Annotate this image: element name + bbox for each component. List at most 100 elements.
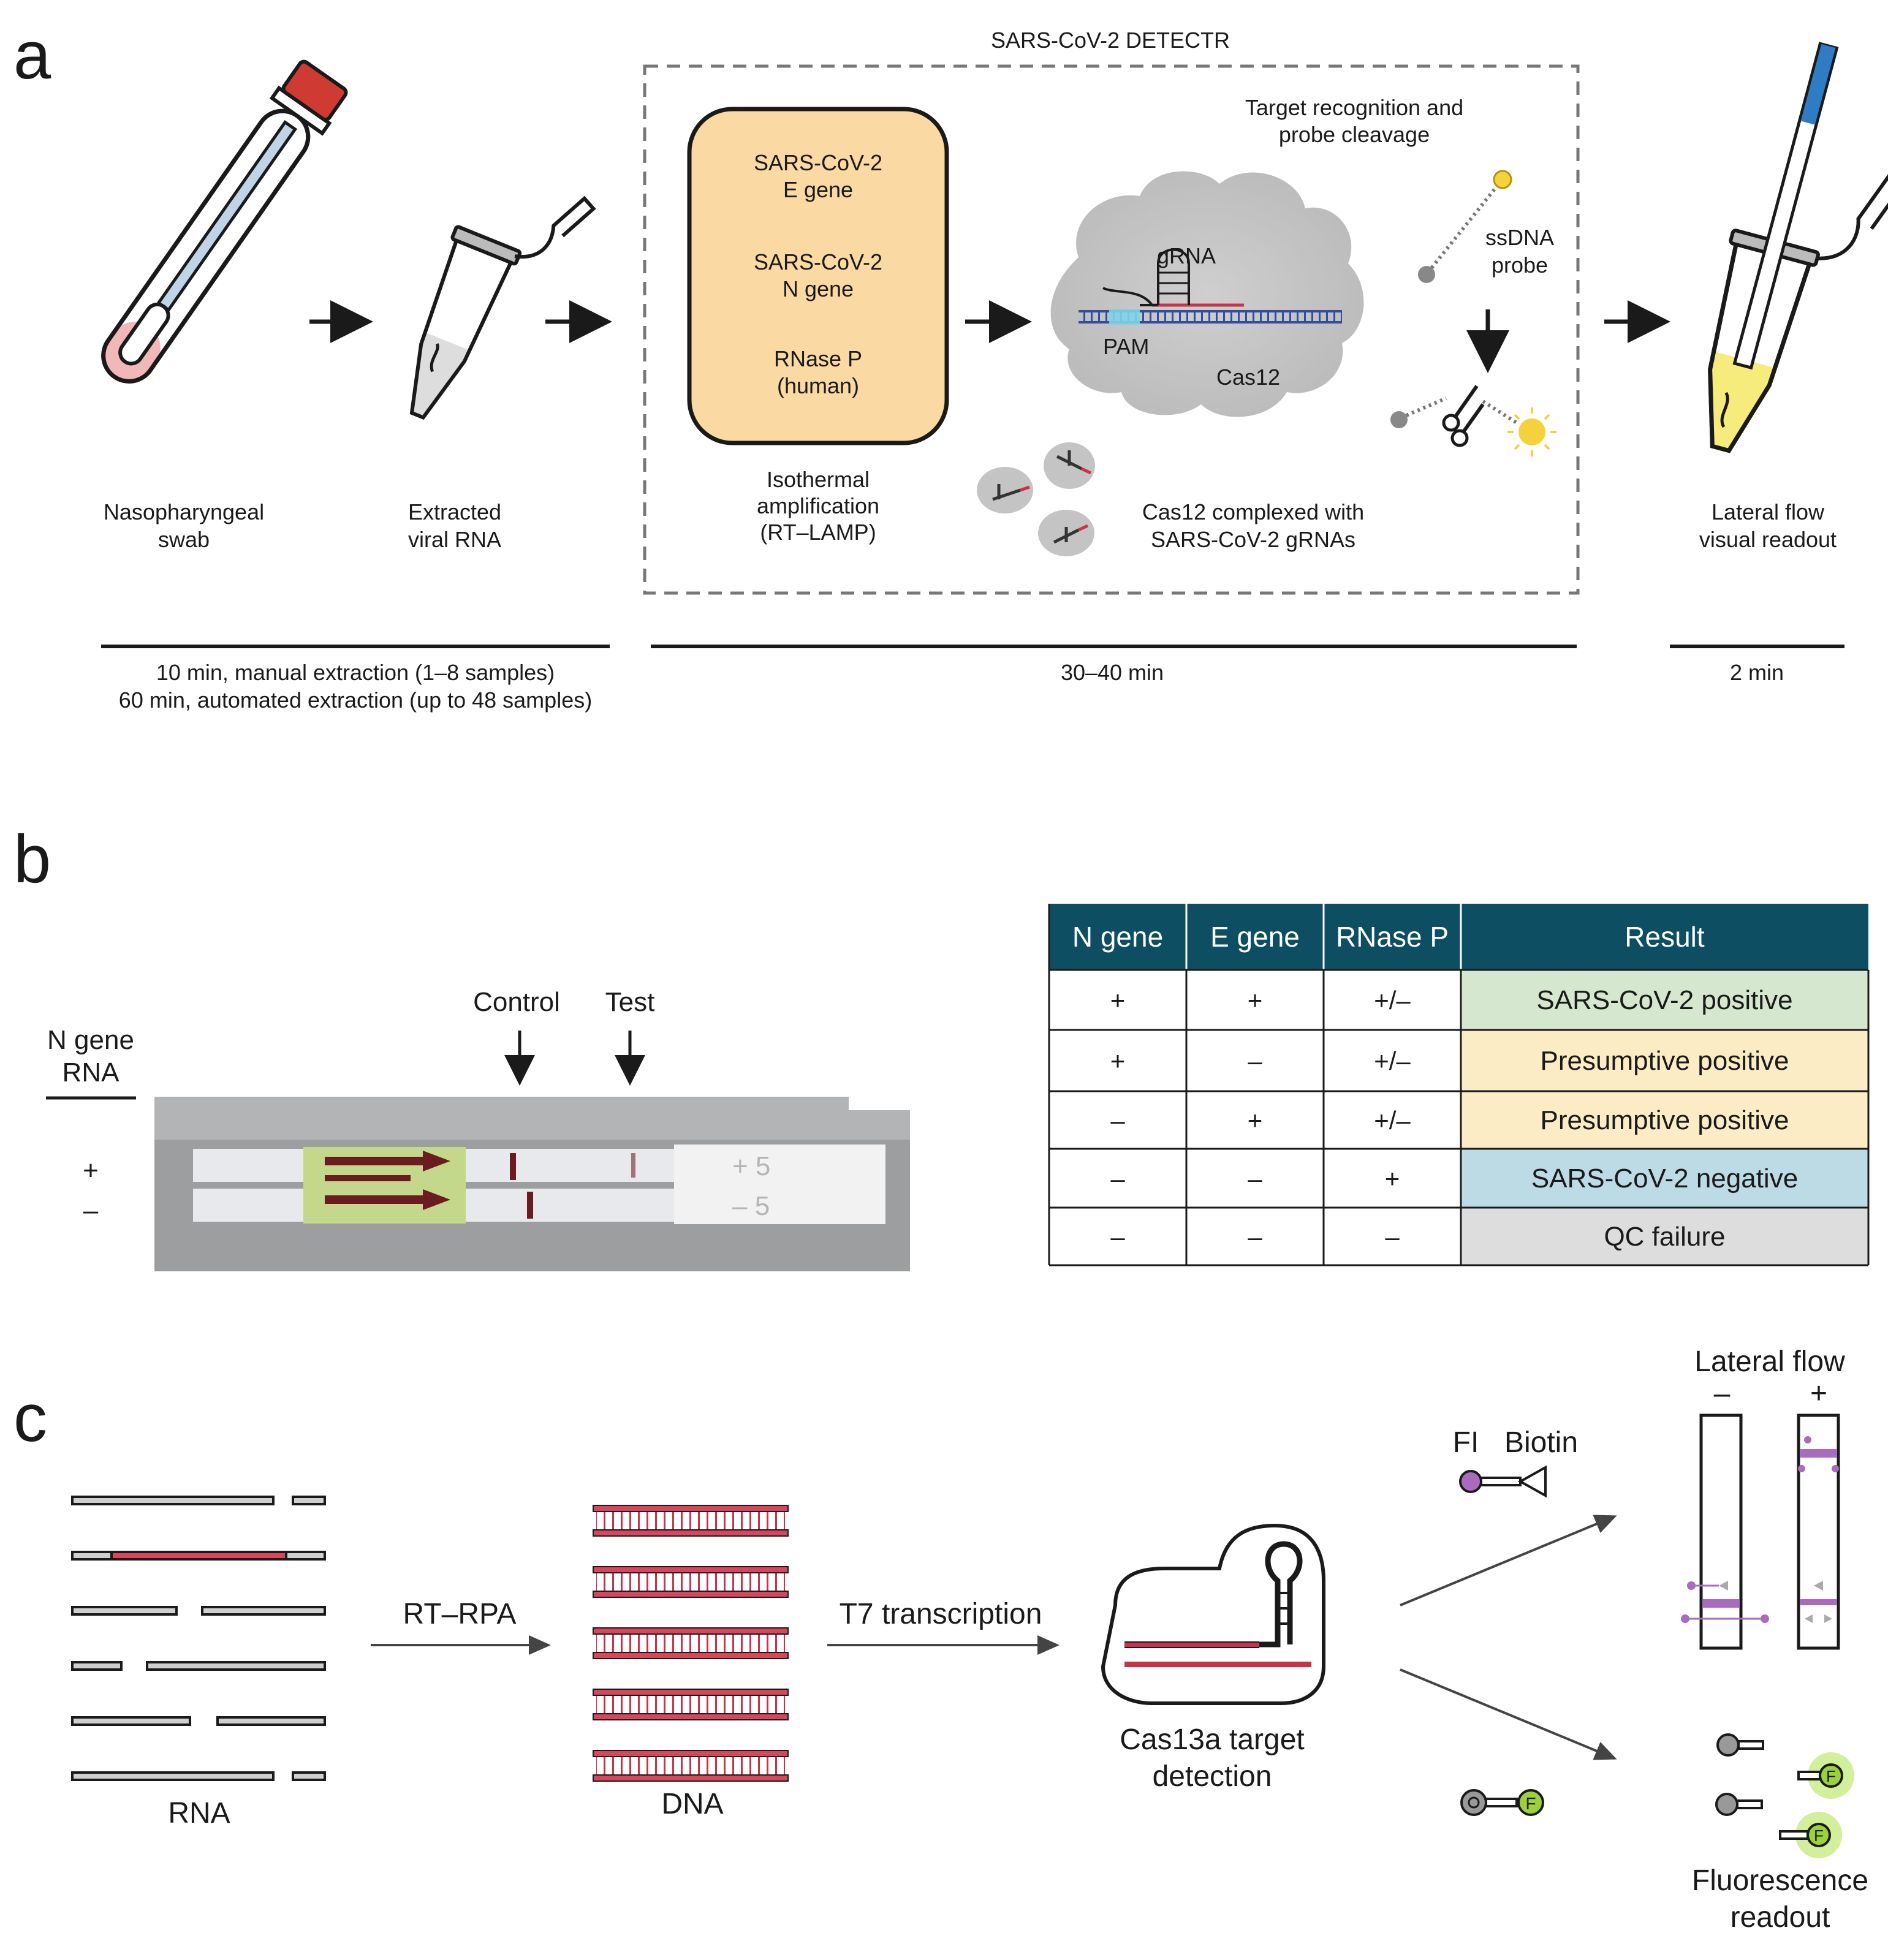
rna-label: RNA	[168, 1797, 230, 1829]
lateral-flow-tube-icon	[1708, 42, 1888, 453]
row-sign-minus: –	[83, 1195, 99, 1225]
cas13a-complex-icon	[1101, 1523, 1325, 1705]
table-cell: –	[1110, 1164, 1125, 1193]
swab-label-1: Nasopharyngeal	[104, 499, 264, 524]
lf-plus: +	[1810, 1377, 1827, 1410]
table-cell: +	[1110, 986, 1126, 1015]
readout-label-2: visual readout	[1699, 527, 1837, 552]
pam-label: PAM	[1103, 334, 1149, 359]
recognition-label-2: probe cleavage	[1279, 122, 1430, 147]
fluorophore-letter: F	[1525, 1794, 1536, 1813]
lf-minus: –	[1714, 1377, 1731, 1410]
fi-biotin-reporter-icon	[1459, 1465, 1547, 1498]
arrow-to-lateral-flow	[1400, 1515, 1617, 1606]
target-line-3: SARS-CoV-2	[754, 249, 882, 274]
cas13-label-1: Cas13a target	[1120, 1724, 1305, 1756]
table-cell: SARS-CoV-2 positive	[1536, 985, 1792, 1015]
table-header-cell: E gene	[1210, 921, 1300, 953]
panel-a-letter: a	[13, 18, 51, 93]
strip-mark-positive: + 5	[732, 1151, 770, 1181]
t7-label: T7 transcription	[840, 1598, 1042, 1630]
detectr-dashed-box	[643, 64, 1580, 595]
dna-ladder-strand	[593, 1566, 789, 1573]
fluorescence-readout-icons: F F	[1715, 1733, 1854, 1858]
detectr-box-title: SARS-CoV-2 DETECTR	[991, 28, 1230, 53]
amplification-label-3: (RT–LAMP)	[760, 520, 876, 545]
swab-tube-icon	[101, 59, 348, 384]
rna-label-2: viral RNA	[408, 527, 501, 552]
control-line-positive	[510, 1153, 516, 1180]
quenched-reporter-icon: F	[1460, 1789, 1544, 1816]
fluorophore-letter-readout-2: F	[1814, 1826, 1824, 1845]
dna-ladder-strand	[593, 1505, 789, 1512]
control-label: Control	[473, 987, 560, 1017]
target-line-4: N gene	[783, 276, 854, 301]
table-cell: –	[1248, 1046, 1262, 1075]
panel-b: b N gene RNA + – Control Test	[13, 822, 1870, 1271]
dna-ladder-strand	[593, 1750, 789, 1757]
fluorescence-label-2: readout	[1731, 1901, 1830, 1934]
ssdna-probe-intact-icon	[1418, 170, 1512, 283]
dna-ladder-rungs	[596, 1692, 785, 1717]
table-cell: +	[1110, 1046, 1126, 1075]
table-result-fill	[1461, 970, 1868, 1030]
table-cell: +/–	[1374, 986, 1411, 1015]
dna-ladder-strand	[593, 1652, 789, 1659]
table-cell: Presumptive positive	[1541, 1046, 1789, 1076]
probe-label-1: ssDNA	[1485, 225, 1554, 250]
panel-a: a	[13, 18, 1888, 713]
dna-label: DNA	[661, 1788, 723, 1820]
table-cell: +/–	[1374, 1046, 1411, 1075]
table-cell: –	[1248, 1222, 1262, 1251]
panel-b-letter: b	[13, 822, 51, 897]
time-extraction-1: 10 min, manual extraction (1–8 samples)	[156, 660, 555, 685]
fluorophore-letter-readout-1: F	[1826, 1767, 1836, 1785]
rna-fragments-icon	[71, 1496, 326, 1781]
row-sign-plus: +	[83, 1156, 99, 1186]
fi-label: FI	[1453, 1426, 1479, 1459]
time-extraction-2: 60 min, automated extraction (up to 48 s…	[119, 687, 592, 713]
cas13-label-2: detection	[1153, 1760, 1272, 1793]
target-line-2: E gene	[783, 177, 853, 202]
target-genes-text: SARS-CoV-2 E gene SARS-CoV-2 N gene RNas…	[754, 150, 882, 398]
table-cell: +	[1385, 1164, 1400, 1193]
cas12-complex-small-icons	[977, 442, 1095, 556]
target-genes-box	[687, 107, 949, 445]
table-header-cell: N gene	[1072, 921, 1163, 953]
grna-label: gRNA	[1157, 243, 1216, 268]
table-header-row	[1049, 904, 1868, 970]
readout-label-1: Lateral flow	[1712, 499, 1825, 524]
table-header-cell: Result	[1625, 921, 1705, 953]
target-line-5: RNase P	[774, 346, 862, 371]
dna-ladder-strand	[593, 1689, 789, 1696]
table-cell: Presumptive positive	[1541, 1105, 1789, 1135]
table-cell: +	[1248, 986, 1263, 1015]
dna-ladder-rungs	[596, 1508, 785, 1533]
time-readout: 2 min	[1730, 660, 1784, 685]
lateral-flow-strip-negative	[1681, 1413, 1769, 1650]
amplification-label-2: amplification	[757, 493, 879, 518]
table-cell: +	[1248, 1106, 1263, 1135]
dna-ladder-strand	[593, 1529, 789, 1537]
biotin-label: Biotin	[1504, 1426, 1578, 1459]
time-detectr: 30–40 min	[1061, 660, 1164, 685]
table-cell: +/–	[1374, 1106, 1411, 1135]
fluorescence-label-1: Fluorescence	[1692, 1864, 1868, 1897]
panel-c: c RNA RT–RPA DNA T7 transcription	[13, 1345, 1868, 1934]
table-cell: SARS-CoV-2 negative	[1531, 1164, 1798, 1194]
probe-label-2: probe	[1492, 252, 1548, 278]
test-line-positive	[631, 1153, 635, 1178]
panel-c-letter: c	[13, 1380, 47, 1456]
microtube-icon	[409, 195, 596, 420]
table-cell: –	[1248, 1164, 1262, 1193]
table-result-fill	[1461, 1208, 1868, 1265]
rna-label-1: Extracted	[408, 499, 501, 524]
dna-ladder-rungs	[596, 1631, 785, 1655]
table-cell: –	[1385, 1222, 1400, 1251]
lateral-flow-strips-photo: + 5 – 5	[154, 1097, 910, 1271]
rpa-label: RT–RPA	[403, 1598, 517, 1630]
lateral-flow-label: Lateral flow	[1694, 1345, 1845, 1378]
dna-ladder-strand	[593, 1774, 789, 1782]
